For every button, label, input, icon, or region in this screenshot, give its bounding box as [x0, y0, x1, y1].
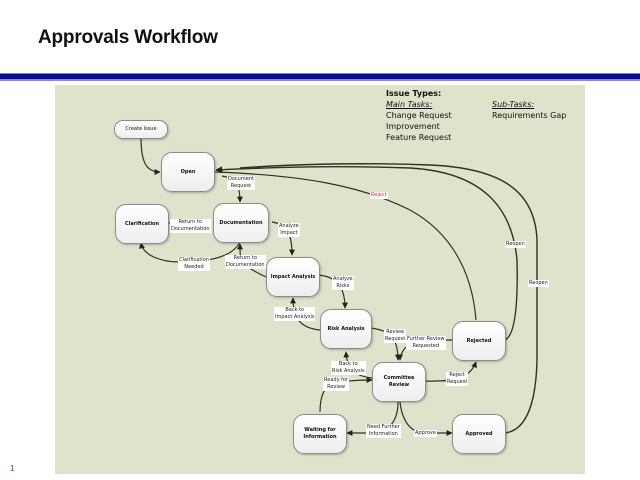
node-risk-analysis[interactable]: Risk Analysis — [320, 309, 372, 349]
label-line: Clarification — [179, 257, 209, 263]
label-line: Impact — [280, 230, 298, 236]
legend-sub-task: Requirements Gap — [492, 111, 567, 120]
node-label-line: Review — [388, 382, 410, 388]
node-impact-analysis[interactable]: Impact Analysis — [266, 257, 320, 297]
legend-main-task: Improvement — [386, 122, 440, 131]
label-line: Documentation — [226, 262, 265, 268]
node-open[interactable]: Open — [161, 152, 215, 192]
label-line: Analyze — [333, 276, 353, 282]
label-line: Back to — [338, 361, 358, 367]
node-label-line: Information — [303, 434, 337, 440]
transition-reopen-from-rejected[interactable]: Reopen — [505, 241, 526, 248]
legend-main-task: Feature Request — [386, 133, 452, 142]
label-line: Return to — [233, 255, 257, 261]
node-label: Risk Analysis — [327, 325, 365, 332]
edge-reject-to-open — [214, 171, 477, 321]
node-approved[interactable]: Approved — [452, 414, 506, 454]
transition-reject[interactable]: Reject — [370, 192, 388, 199]
page-number: 1 — [10, 464, 15, 473]
label-line: Return to — [178, 219, 202, 225]
label-line: Reopen — [529, 280, 548, 286]
node-label: Documentation — [219, 219, 263, 226]
label-line: Reject — [449, 372, 465, 378]
issue-types-legend: Issue Types: Main Tasks: Change Request … — [386, 88, 566, 143]
node-clarification[interactable]: Clarification — [115, 204, 169, 244]
legend-sub-tasks-label: Sub-Tasks: — [492, 100, 535, 109]
header-rule-shadow — [0, 79, 640, 81]
legend-heading: Issue Types: — [386, 89, 442, 98]
node-label-line: Waiting for — [304, 427, 336, 433]
label-line: Request — [230, 183, 252, 189]
label-line: Risk Analysis — [332, 368, 365, 374]
node-label: Approved — [465, 430, 493, 437]
header-rule — [0, 74, 640, 79]
transition-reopen-from-approved[interactable]: Reopen — [528, 280, 549, 287]
label-line: Request — [447, 379, 468, 385]
label-line: Document — [228, 176, 254, 182]
label-line: Analyze — [279, 223, 299, 229]
node-label: Open — [180, 168, 196, 175]
node-documentation[interactable]: Documentation — [213, 203, 269, 243]
label-line: Documentation — [171, 226, 210, 232]
label-line: Information — [368, 431, 398, 437]
node-label: Impact Analysis — [270, 273, 316, 280]
node-label-line: Committee — [383, 375, 415, 381]
label-line: Reopen — [506, 241, 525, 247]
label-line: Reject — [371, 192, 387, 198]
edge-reopen-approved — [239, 163, 538, 434]
edge-committee-to-approved — [399, 401, 453, 436]
edge-reopen-rejected — [215, 166, 518, 341]
label-line: Back to — [285, 307, 305, 313]
transition-approve[interactable]: Approve — [414, 430, 437, 437]
node-rejected[interactable]: Rejected — [452, 321, 506, 361]
node-label: Clarification — [124, 220, 160, 227]
legend-main-task: Change Request — [386, 111, 452, 120]
label-line: Review — [386, 329, 405, 335]
legend-main-tasks-label: Main Tasks: — [386, 100, 433, 109]
label-line: Further Review — [407, 336, 445, 342]
label-line: Review — [327, 384, 345, 390]
node-label: Create Issue — [125, 126, 157, 132]
label-line: Approve — [415, 430, 436, 436]
label-line: Risks — [336, 283, 350, 289]
label-line: Need Further — [367, 424, 400, 430]
label-line: Request — [385, 336, 406, 342]
label-line: Requested — [412, 343, 440, 349]
label-line: Impact Analysis — [275, 314, 315, 320]
node-create-issue[interactable]: Create Issue — [114, 120, 168, 139]
edge-create-to-open — [140, 136, 161, 175]
header-rule-top — [0, 73, 640, 74]
label-line: Ready for — [324, 377, 348, 383]
node-label: Rejected — [466, 337, 492, 344]
page-title: Approvals Workflow — [38, 27, 218, 48]
label-line: Needed — [184, 264, 204, 270]
